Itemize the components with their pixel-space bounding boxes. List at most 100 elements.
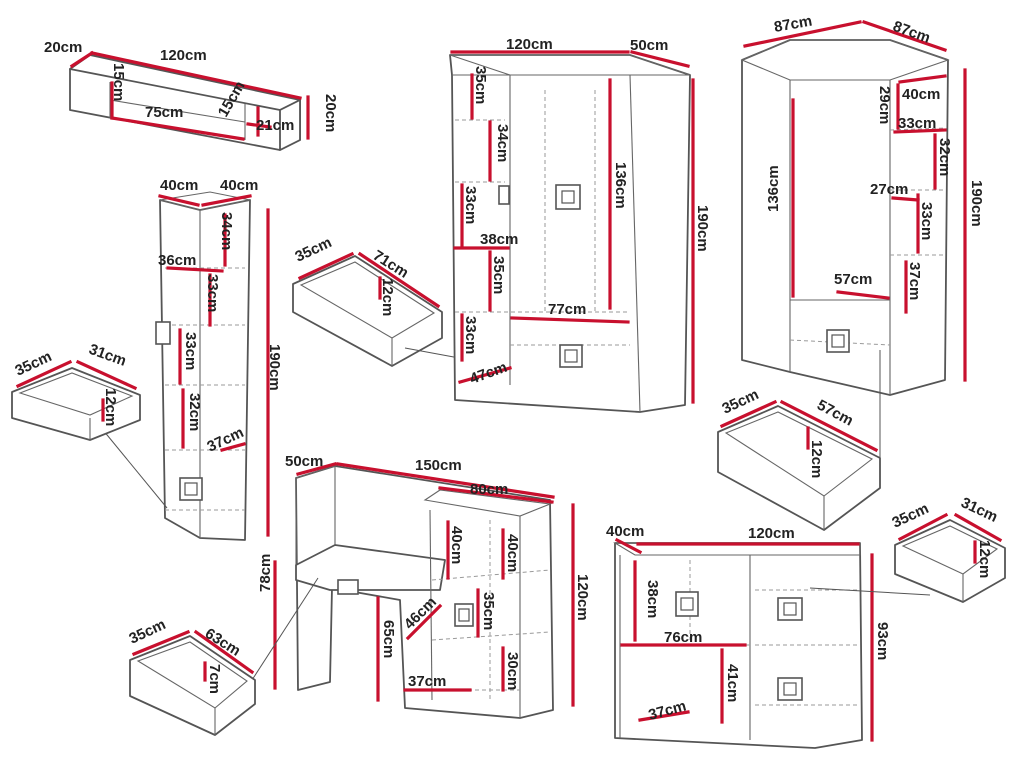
label-inner-width: 36cm	[158, 252, 196, 269]
dim-line-hanging-width	[510, 316, 630, 324]
label-depth: 40cm	[220, 177, 258, 194]
label-side-width: 21cm	[256, 117, 294, 134]
dim-line-depth	[131, 629, 191, 657]
dim-line-depth	[630, 50, 690, 68]
label-height: 12cm	[379, 278, 396, 316]
drawer-handle-bottom-inner-icon	[783, 682, 797, 696]
label-depth: 35cm	[720, 386, 762, 418]
label-width: 40cm	[160, 177, 198, 194]
chest: 40cm 120cm 93cm 38cm 76cm 41cm 37cm	[606, 523, 931, 749]
desk: 50cm 150cm 80cm 78cm 65cm 40cm 40cm 46cm…	[251, 453, 591, 719]
dim-line-top-width	[438, 486, 554, 504]
label-bottom-width: 37cm	[408, 673, 446, 690]
label-width: 120cm	[160, 47, 207, 64]
dim-line-depth	[201, 194, 252, 207]
dim-line-depth	[719, 399, 778, 429]
dim-line-width	[75, 359, 138, 391]
label-total-height: 120cm	[574, 574, 591, 621]
dim-line-width	[336, 462, 555, 499]
label-height: 190cm	[266, 344, 283, 391]
tall-bookcase: 40cm 40cm 190cm 34cm 36cm 33cm 33cm 32cm…	[102, 177, 283, 541]
door-handle-inner-icon	[561, 190, 575, 204]
label-width: 31cm	[87, 341, 129, 370]
label-width: 120cm	[506, 36, 553, 53]
label-side-a: 87cm	[773, 13, 814, 36]
dim-line-inner	[166, 266, 224, 273]
label-height: 190cm	[968, 180, 985, 227]
label-shelf-width: 40cm	[902, 86, 940, 103]
drawer-desk: 35cm 63cm 7cm	[127, 616, 256, 736]
label-shelf-3: 33cm	[462, 186, 479, 224]
dim-line-inner	[893, 128, 947, 134]
shelf-handle-icon	[498, 185, 510, 205]
label-shelf-1: 40cm	[448, 526, 465, 564]
label-width: 150cm	[415, 457, 462, 474]
label-shelf-4: 30cm	[504, 652, 521, 690]
label-height: 20cm	[322, 94, 339, 132]
dim-line-side	[246, 122, 272, 129]
desk-drawer-handle-icon	[337, 579, 359, 595]
dim-line-width	[193, 629, 255, 675]
dim-line-width	[779, 399, 879, 453]
label-shelf-2: 32cm	[936, 138, 953, 176]
label-hanging-height: 136cm	[765, 165, 782, 212]
drawer-handle-inner-icon	[564, 349, 578, 363]
drawer-handle-inner-icon	[184, 482, 198, 496]
wall-shelf: 20cm 120cm 20cm 75cm 15cm 15cm 21cm	[44, 39, 339, 151]
dim-line-shelf-width	[405, 603, 443, 641]
label-inner-width: 76cm	[664, 629, 702, 646]
label-depth: 50cm	[285, 453, 323, 470]
label-shelf-4: 37cm	[906, 262, 923, 300]
drawer-handle-top-inner-icon	[783, 602, 797, 616]
dim-line-bottom	[836, 290, 890, 300]
label-inner-width: 38cm	[480, 231, 518, 248]
drawer-bookcase: 35cm 31cm 12cm	[11, 341, 141, 441]
dim-line-depth	[297, 251, 355, 281]
label-height: 190cm	[694, 205, 711, 252]
dim-line-width	[357, 251, 441, 309]
label-width: 120cm	[748, 525, 795, 542]
label-depth: 40cm	[606, 523, 644, 540]
label-shelf-3: 33cm	[182, 332, 199, 370]
label-shelf-1: 29cm	[876, 86, 893, 124]
cabinet-handle-inner-icon	[458, 608, 470, 622]
label-height: 7cm	[206, 664, 223, 694]
label-shelf-3: 33cm	[918, 202, 935, 240]
dim-line-side-a	[743, 20, 862, 48]
label-shelf-4: 35cm	[490, 256, 507, 294]
label-bottom-width: 57cm	[834, 271, 872, 288]
drawer-wardrobe: 35cm 71cm 12cm	[292, 234, 471, 367]
label-shelf-1: 38cm	[644, 580, 661, 618]
label-height: 12cm	[808, 440, 825, 478]
label-height: 93cm	[874, 622, 891, 660]
door-handle-inner-icon	[680, 597, 694, 611]
label-shelf-1: 34cm	[218, 212, 235, 250]
label-depth: 35cm	[13, 348, 55, 380]
drawer-corner: 35cm 57cm 12cm	[717, 386, 881, 531]
dim-line-bottom	[220, 442, 246, 452]
label-height: 12cm	[102, 388, 119, 426]
wardrobe: 120cm 50cm 190cm 35cm 34cm 33cm 38cm 35c…	[449, 36, 711, 413]
label-shelf-2: 33cm	[204, 274, 221, 312]
drawer-handle-inner-icon	[831, 334, 845, 348]
label-shelf-2: 41cm	[724, 664, 741, 702]
dim-line-depth	[15, 359, 73, 389]
dim-line-side-b	[861, 19, 948, 53]
dim-line-inner	[110, 116, 245, 141]
label-shelf-2: 34cm	[494, 124, 511, 162]
label-inner-width: 75cm	[145, 104, 183, 121]
dim-line-drawer	[458, 366, 512, 384]
label-depth: 20cm	[44, 39, 82, 56]
dim-line-depth	[614, 537, 643, 555]
label-top-width: 80cm	[470, 481, 508, 498]
dim-line-bottom	[638, 710, 690, 722]
dim-line-width	[158, 194, 200, 207]
dim-line-depth	[69, 50, 95, 69]
label-left-shelf: 15cm	[110, 63, 127, 101]
label-knee-height: 65cm	[380, 620, 397, 658]
label-shelf-5: 33cm	[462, 316, 479, 354]
label-hanging-width: 77cm	[548, 301, 586, 318]
label-shelf-1: 35cm	[472, 66, 489, 104]
dim-line-shelf-width	[898, 74, 947, 84]
